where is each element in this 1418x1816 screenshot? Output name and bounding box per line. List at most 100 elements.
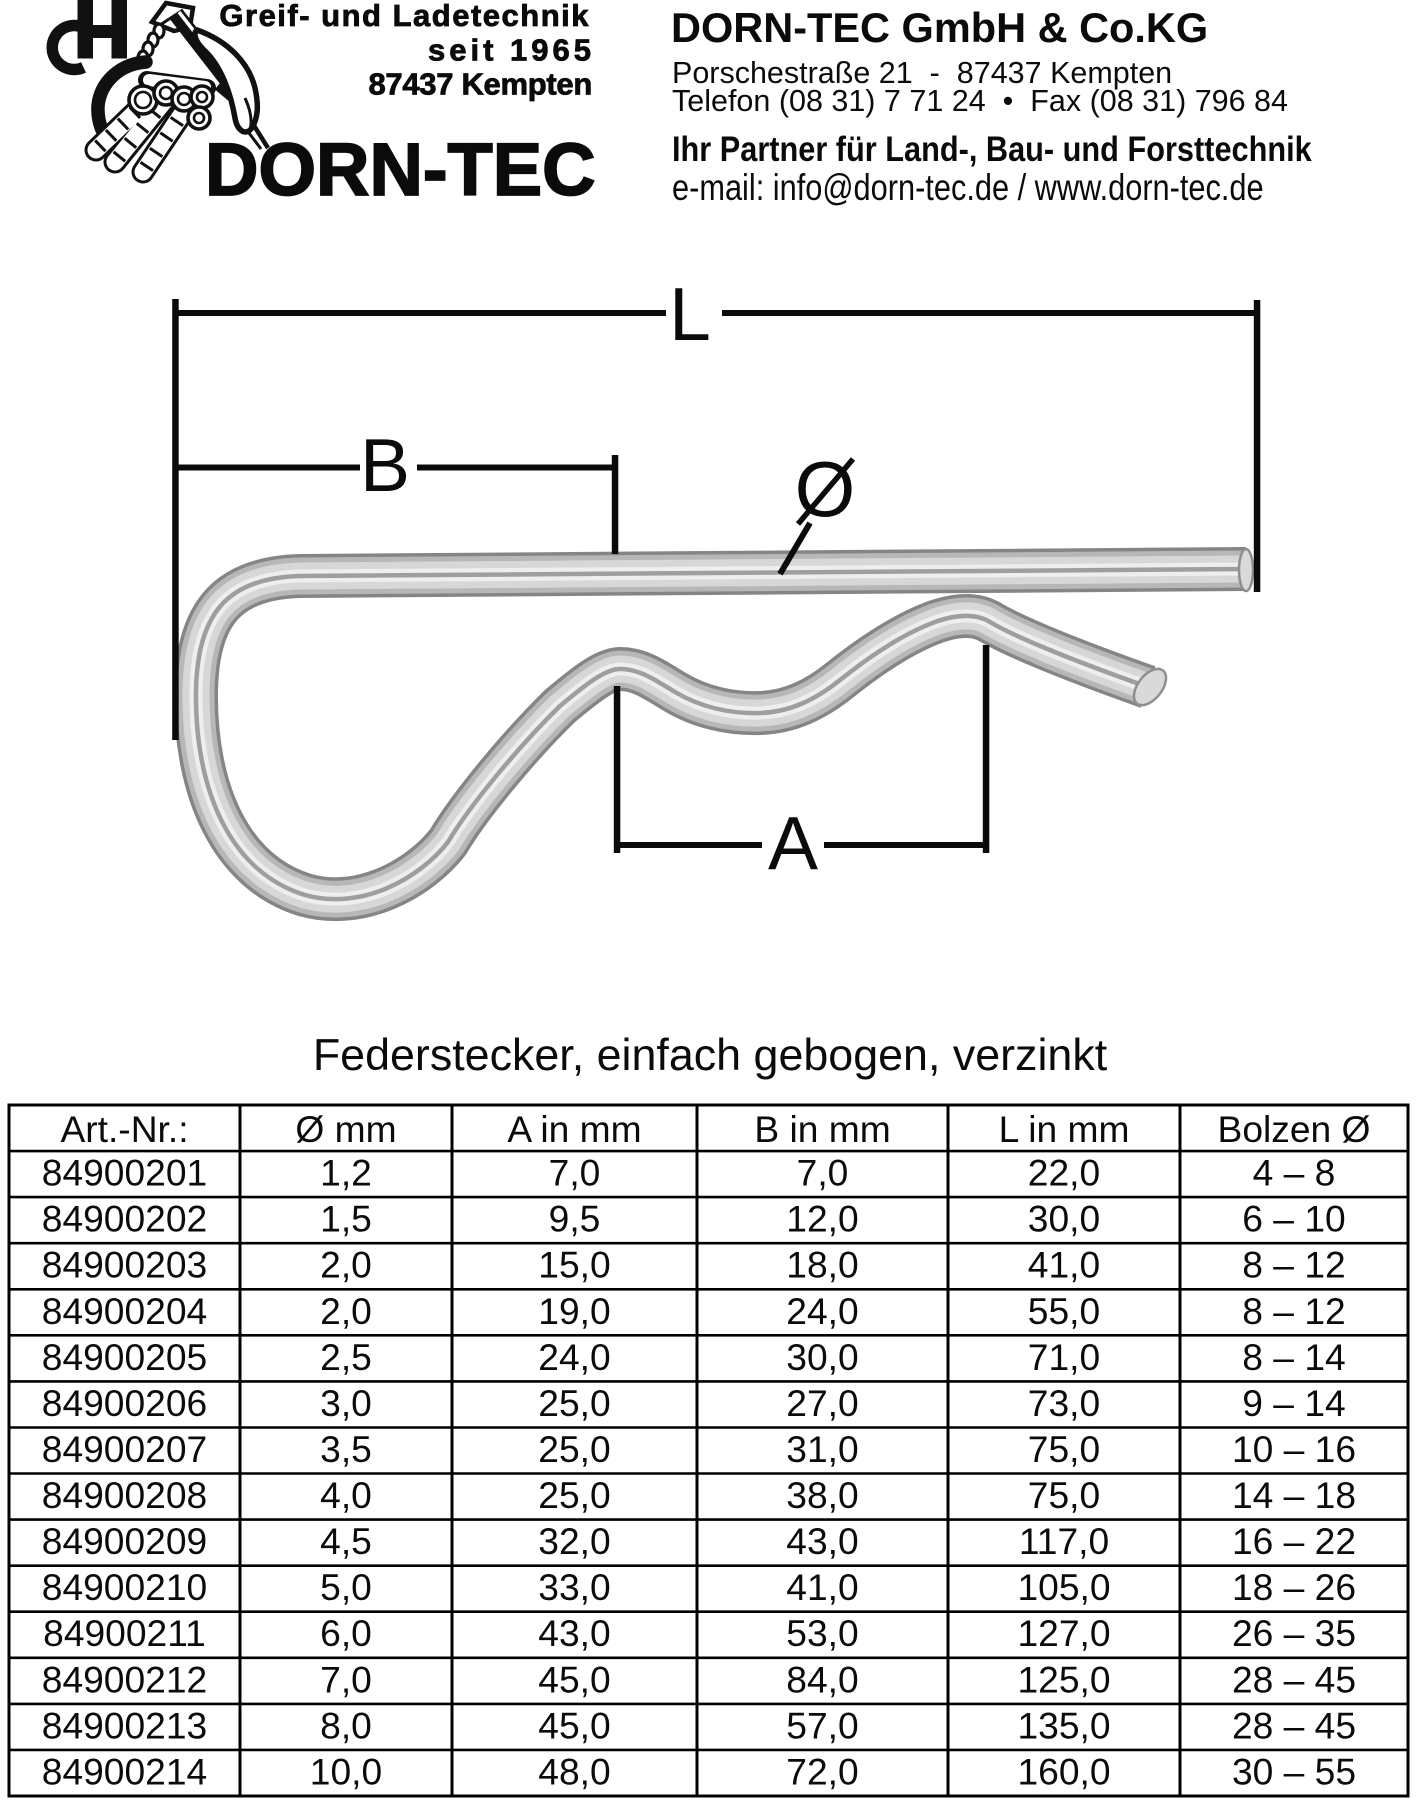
- svg-text:19,0: 19,0: [538, 1290, 610, 1332]
- svg-text:33,0: 33,0: [538, 1566, 610, 1608]
- svg-text:84900211: 84900211: [43, 1612, 206, 1654]
- svg-text:25,0: 25,0: [538, 1474, 610, 1516]
- svg-text:84900207: 84900207: [42, 1428, 207, 1470]
- svg-text:71,0: 71,0: [1028, 1336, 1100, 1378]
- svg-text:2,5: 2,5: [320, 1336, 372, 1378]
- svg-text:Greif- und Ladetechnik: Greif- und Ladetechnik: [219, 0, 590, 33]
- svg-text:3,0: 3,0: [320, 1382, 372, 1424]
- svg-text:16 – 22: 16 – 22: [1232, 1520, 1356, 1562]
- svg-text:75,0: 75,0: [1028, 1428, 1100, 1470]
- svg-text:84900203: 84900203: [42, 1244, 207, 1286]
- svg-text:72,0: 72,0: [786, 1750, 858, 1792]
- svg-text:L in mm: L in mm: [999, 1108, 1130, 1150]
- svg-text:84900205: 84900205: [42, 1336, 207, 1378]
- svg-text:1,2: 1,2: [320, 1152, 372, 1194]
- svg-text:125,0: 125,0: [1017, 1658, 1110, 1700]
- svg-text:30,0: 30,0: [1028, 1198, 1100, 1240]
- svg-text:84900202: 84900202: [42, 1198, 207, 1240]
- svg-text:84900212: 84900212: [42, 1658, 207, 1700]
- svg-text:B in mm: B in mm: [754, 1108, 890, 1150]
- svg-text:84,0: 84,0: [786, 1658, 858, 1700]
- svg-text:7,0: 7,0: [549, 1152, 601, 1194]
- svg-text:48,0: 48,0: [538, 1750, 610, 1792]
- svg-text:87437 Kempten: 87437 Kempten: [368, 67, 592, 102]
- svg-text:2,0: 2,0: [320, 1244, 372, 1286]
- svg-text:7,0: 7,0: [797, 1152, 849, 1194]
- svg-text:84900209: 84900209: [42, 1520, 207, 1562]
- svg-text:9,5: 9,5: [549, 1198, 601, 1240]
- svg-text:117,0: 117,0: [1019, 1520, 1109, 1562]
- svg-text:14 – 18: 14 – 18: [1232, 1474, 1356, 1516]
- svg-text:Ø mm: Ø mm: [295, 1108, 396, 1150]
- svg-text:32,0: 32,0: [538, 1520, 610, 1562]
- svg-text:9 – 14: 9 – 14: [1242, 1382, 1345, 1424]
- svg-text:24,0: 24,0: [538, 1336, 610, 1378]
- svg-text:Ihr Partner für Land-, Bau- un: Ihr Partner für Land-, Bau- und Forsttec…: [672, 130, 1312, 170]
- svg-text:4 – 8: 4 – 8: [1253, 1152, 1336, 1194]
- svg-text:41,0: 41,0: [1028, 1244, 1100, 1286]
- svg-text:22,0: 22,0: [1028, 1152, 1100, 1194]
- svg-text:26 – 35: 26 – 35: [1232, 1612, 1356, 1654]
- svg-text:DORN-TEC GmbH & Co.KG: DORN-TEC GmbH & Co.KG: [671, 4, 1208, 51]
- svg-text:45,0: 45,0: [538, 1704, 610, 1746]
- svg-text:6 – 10: 6 – 10: [1242, 1198, 1345, 1240]
- svg-text:2,0: 2,0: [320, 1290, 372, 1332]
- svg-text:75,0: 75,0: [1028, 1474, 1100, 1516]
- svg-text:25,0: 25,0: [538, 1428, 610, 1470]
- svg-text:84900204: 84900204: [42, 1290, 207, 1332]
- svg-text:84900214: 84900214: [42, 1750, 207, 1792]
- svg-text:4,5: 4,5: [320, 1520, 372, 1562]
- svg-text:Federstecker, einfach gebogen,: Federstecker, einfach gebogen, verzinkt: [313, 1030, 1108, 1080]
- svg-text:8 – 14: 8 – 14: [1242, 1336, 1345, 1378]
- svg-text:160,0: 160,0: [1017, 1750, 1110, 1792]
- svg-text:28 – 45: 28 – 45: [1232, 1704, 1356, 1746]
- svg-text:B: B: [360, 423, 410, 507]
- svg-text:1,5: 1,5: [320, 1198, 372, 1240]
- svg-text:8,0: 8,0: [320, 1704, 372, 1746]
- svg-text:8 – 12: 8 – 12: [1242, 1244, 1345, 1286]
- svg-text:3,5: 3,5: [320, 1428, 372, 1470]
- svg-text:135,0: 135,0: [1017, 1704, 1110, 1746]
- svg-text:30,0: 30,0: [786, 1336, 858, 1378]
- svg-text:45,0: 45,0: [538, 1658, 610, 1700]
- svg-text:Telefon (08 31) 7 71 24 • Fa: Telefon (08 31) 7 71 24 • Fax (08 31) 79…: [672, 84, 1288, 118]
- svg-text:L: L: [669, 272, 711, 356]
- svg-text:18 – 26: 18 – 26: [1232, 1566, 1356, 1608]
- svg-text:43,0: 43,0: [786, 1520, 858, 1562]
- svg-text:A: A: [768, 801, 818, 885]
- svg-text:8 – 12: 8 – 12: [1242, 1290, 1345, 1332]
- svg-text:Art.-Nr.:: Art.-Nr.:: [60, 1108, 188, 1150]
- svg-text:10,0: 10,0: [310, 1750, 382, 1792]
- svg-text:10 – 16: 10 – 16: [1232, 1428, 1356, 1470]
- svg-text:seit 1965: seit 1965: [428, 33, 595, 68]
- svg-text:43,0: 43,0: [538, 1612, 610, 1654]
- svg-text:30 – 55: 30 – 55: [1232, 1750, 1356, 1792]
- svg-text:41,0: 41,0: [786, 1566, 858, 1608]
- svg-text:84900210: 84900210: [42, 1566, 207, 1608]
- svg-text:A in mm: A in mm: [507, 1108, 641, 1150]
- svg-text:57,0: 57,0: [786, 1704, 858, 1746]
- svg-text:25,0: 25,0: [538, 1382, 610, 1424]
- svg-text:127,0: 127,0: [1017, 1612, 1110, 1654]
- svg-text:84900201: 84900201: [42, 1152, 207, 1194]
- svg-text:Porschestraße 21 - 87437 Kem: Porschestraße 21 - 87437 Kempten: [672, 56, 1172, 90]
- svg-text:DORN-TEC: DORN-TEC: [205, 128, 596, 211]
- svg-text:28 – 45: 28 – 45: [1232, 1658, 1356, 1700]
- svg-text:7,0: 7,0: [320, 1658, 372, 1700]
- svg-text:53,0: 53,0: [786, 1612, 858, 1654]
- svg-text:84900208: 84900208: [42, 1474, 207, 1516]
- svg-text:6,0: 6,0: [320, 1612, 372, 1654]
- svg-text:84900213: 84900213: [42, 1704, 207, 1746]
- svg-text:e-mail: info@dorn-tec.de / www: e-mail: info@dorn-tec.de / www.dorn-tec.…: [672, 167, 1264, 209]
- svg-text:55,0: 55,0: [1028, 1290, 1100, 1332]
- svg-text:31,0: 31,0: [786, 1428, 858, 1470]
- svg-text:105,0: 105,0: [1017, 1566, 1110, 1608]
- svg-text:84900206: 84900206: [42, 1382, 207, 1424]
- svg-text:4,0: 4,0: [320, 1474, 372, 1516]
- svg-text:73,0: 73,0: [1028, 1382, 1100, 1424]
- svg-text:27,0: 27,0: [786, 1382, 858, 1424]
- svg-text:24,0: 24,0: [786, 1290, 858, 1332]
- svg-text:12,0: 12,0: [786, 1198, 858, 1240]
- svg-text:Bolzen Ø: Bolzen Ø: [1218, 1108, 1371, 1150]
- svg-text:15,0: 15,0: [538, 1244, 610, 1286]
